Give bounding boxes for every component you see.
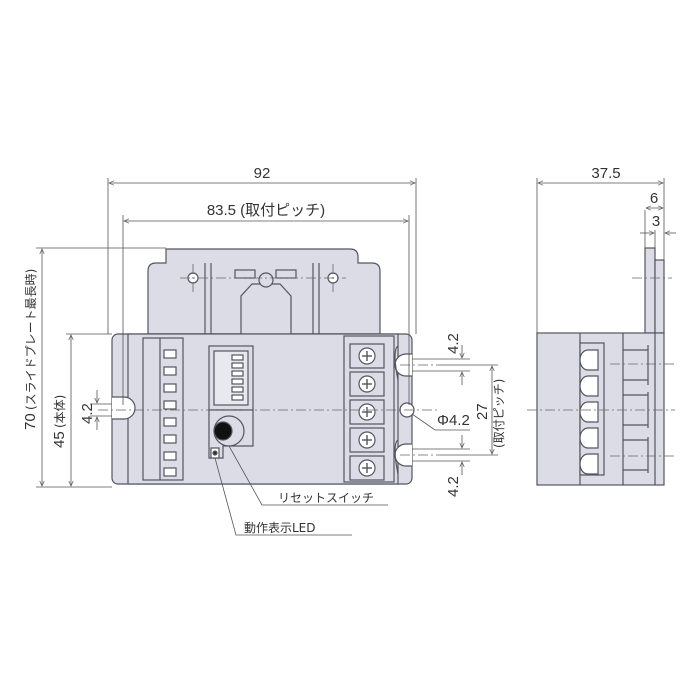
- dim-hole-diameter: Φ4.2: [437, 412, 470, 429]
- dim-mounting-pitch-v-note: (取付ピッチ): [492, 379, 506, 448]
- dim-mounting-pitch-h: 83.5 (取付ピッチ): [207, 202, 325, 219]
- dim-body-height-note: (本体): [53, 395, 67, 428]
- dim-body-height: 45: [51, 431, 68, 448]
- dim-slot-bottom: 4.2: [445, 476, 462, 497]
- side-view: [536, 247, 665, 486]
- dim-mounting-pitch-v: 27: [474, 403, 491, 420]
- reset-switch-button: [213, 421, 233, 441]
- callout-reset-switch: リセットスイッチ: [278, 491, 374, 505]
- dim-slot-top: 4.2: [445, 333, 462, 354]
- dim-overall-height-note: (スライドプレート最長時): [24, 269, 38, 410]
- dim-overall-width: 92: [254, 165, 271, 182]
- terminal-block: [349, 343, 385, 481]
- dim-plate-a: 6: [650, 190, 658, 207]
- dim-slot-left: 4.2: [79, 403, 96, 424]
- dim-overall-height: 70: [22, 413, 39, 430]
- callout-operation-led: 動作表示LED: [244, 521, 316, 535]
- dim-depth: 37.5: [591, 165, 620, 182]
- front-view: [111, 248, 415, 485]
- dim-plate-b: 3: [652, 213, 660, 230]
